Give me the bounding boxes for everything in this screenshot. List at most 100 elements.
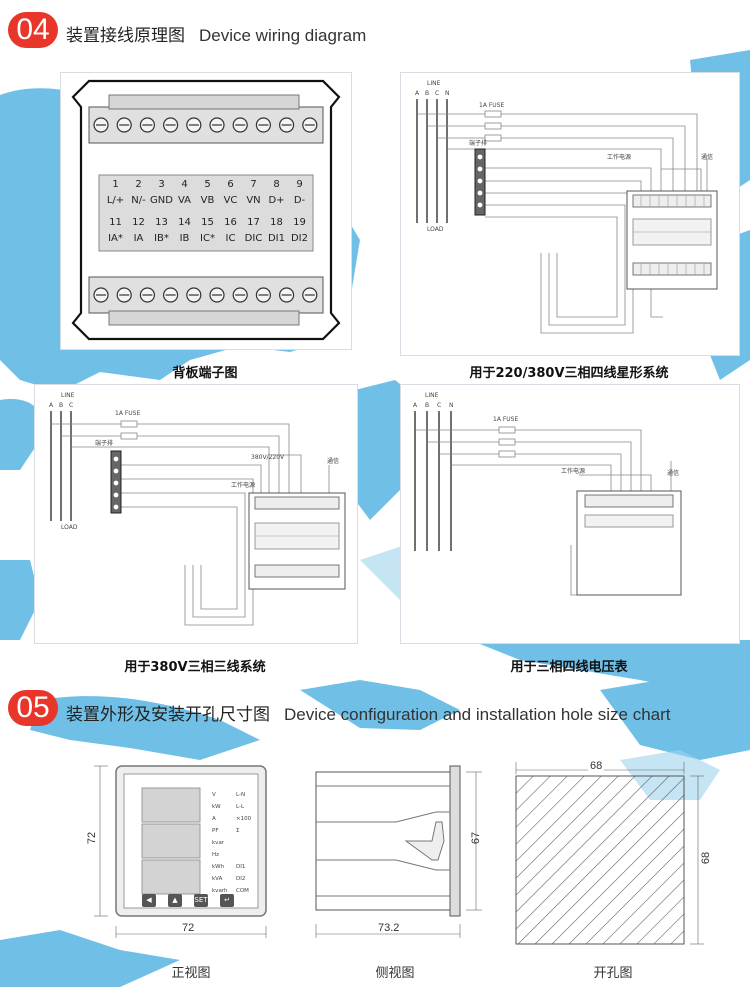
indicator-label: DI2 — [236, 876, 245, 882]
terminal-number: 7 — [250, 179, 257, 190]
indicator-label: DI1 — [236, 864, 245, 870]
terminal-number: 17 — [247, 217, 260, 228]
load-label: LOAD — [427, 226, 444, 233]
terminal-label: D+ — [268, 195, 285, 206]
terminal-number: 14 — [178, 217, 191, 228]
phase-b: B — [425, 90, 429, 97]
terminal-number: 13 — [155, 217, 168, 228]
terminal-label: DI2 — [290, 233, 308, 244]
hole-view: 68 68 — [506, 752, 726, 952]
side-view-drawing — [315, 765, 482, 938]
terminal-number: 18 — [270, 217, 283, 228]
hole-view-caption: 开孔图 — [593, 966, 633, 981]
indicator-label: PF — [212, 828, 218, 834]
phase-c: C — [437, 402, 441, 409]
terminal-number: 11 — [109, 217, 122, 228]
terminal-label: VA — [177, 195, 192, 206]
section-number-badge: 04 — [8, 12, 58, 48]
up-button[interactable]: ▲ — [168, 894, 182, 907]
side-height-dim: 67 — [470, 831, 483, 845]
voltmeter-caption: 用于三相四线电压表 — [510, 660, 628, 675]
line-label: LINE — [61, 392, 75, 399]
voltmeter-panel: LINE A B C N 1A FUSE 工作电源 通信 — [400, 384, 740, 644]
terminal-label: VC — [223, 195, 238, 206]
front-width-dim: 72 — [182, 922, 195, 934]
star-wiring-panel: LINE A B C N 1A FUSE 端子排 工作电源 通信 LOAD — [400, 72, 740, 356]
indicator-label: kvarh — [212, 888, 228, 894]
phase-a: A — [415, 90, 420, 97]
terminal-label: DI1 — [267, 233, 285, 244]
terminal-label: IB — [179, 233, 190, 244]
terminal-label: L/+ — [106, 195, 125, 206]
terminal-label: 端子排 — [95, 439, 113, 447]
power-label: 工作电源 — [607, 153, 631, 161]
terminal-label: IC* — [200, 233, 215, 244]
phase-n: N — [449, 402, 454, 409]
fuse-label: 1A FUSE — [479, 102, 504, 109]
side-view-caption: 侧视图 — [375, 966, 415, 981]
hole-height-dim: 68 — [700, 851, 713, 865]
indicator-label: L-N — [236, 792, 245, 798]
indicator-label: Hz — [212, 852, 219, 858]
fuse-label: 1A FUSE — [493, 416, 518, 423]
section-title-cn: 装置外形及安装开孔尺寸图 — [66, 705, 270, 725]
terminal-number: 1 — [112, 179, 119, 190]
comm-label: 通信 — [327, 457, 339, 465]
line-label: LINE — [425, 392, 439, 399]
section-title-en: Device wiring diagram — [199, 26, 367, 45]
hole-width-dim: 68 — [588, 760, 605, 772]
set-button[interactable]: SET — [194, 894, 208, 907]
section-title-en: Device configuration and installation ho… — [284, 705, 671, 724]
phase-b: B — [59, 402, 63, 409]
power-label: 工作电源 — [231, 481, 255, 489]
terminal-number: 9 — [296, 179, 303, 190]
terminal-board-drawing — [71, 79, 341, 341]
terminal-number: 2 — [135, 179, 142, 190]
comm-label: 通信 — [667, 469, 679, 477]
load-label: LOAD — [61, 524, 78, 531]
terminal-number: 12 — [132, 217, 145, 228]
phase-n: N — [445, 90, 450, 97]
hole-view-drawing — [515, 762, 704, 945]
terminal-number: 5 — [204, 179, 211, 190]
terminal-number: 16 — [224, 217, 237, 228]
indicator-label: V — [212, 792, 216, 798]
indicator-label: Σ — [236, 828, 240, 834]
terminal-label: 端子排 — [469, 139, 487, 147]
indicator-label: COM — [236, 888, 249, 894]
three-wire-caption: 用于380V三相三线系统 — [124, 660, 266, 675]
terminal-number: 19 — [293, 217, 306, 228]
side-depth-dim: 73.2 — [378, 922, 400, 934]
indicator-label: kWh — [212, 864, 225, 870]
comm-label: 通信 — [701, 153, 713, 161]
indicator-label: kvar — [212, 840, 225, 846]
terminal-number: 8 — [273, 179, 280, 190]
phase-b: B — [425, 402, 429, 409]
terminal-label: VN — [246, 195, 261, 206]
side-view: 73.2 67 — [306, 752, 490, 952]
fuse-label: 1A FUSE — [115, 410, 140, 417]
voltmeter-drawing: LINE A B C N 1A FUSE 工作电源 通信 — [413, 392, 682, 596]
terminal-number: 6 — [227, 179, 234, 190]
terminal-number: 15 — [201, 217, 214, 228]
three-wire-drawing: LINE A B C 1A FUSE 380V/220V 端子排 工作电源 通信… — [49, 392, 346, 626]
terminal-label: DIC — [244, 233, 263, 244]
enter-button[interactable]: ↵ — [220, 894, 234, 907]
terminal-label: IA — [133, 233, 144, 244]
terminal-label: N/- — [131, 195, 146, 206]
terminal-label: IC — [225, 233, 236, 244]
line-label: LINE — [427, 80, 441, 87]
phase-a: A — [49, 402, 54, 409]
indicator-label: kVA — [212, 876, 223, 882]
phase-a: A — [413, 402, 418, 409]
section-title: 装置外形及安装开孔尺寸图 Device configuration and ins… — [66, 700, 671, 725]
terminal-label: VB — [200, 195, 215, 206]
indicator-label: L-L — [236, 804, 245, 810]
three-wire-panel: LINE A B C 1A FUSE 380V/220V 端子排 工作电源 通信… — [34, 384, 358, 644]
star-wiring-drawing: LINE A B C N 1A FUSE 端子排 工作电源 通信 LOAD — [415, 80, 718, 334]
left-button[interactable]: ◀ — [142, 894, 156, 907]
